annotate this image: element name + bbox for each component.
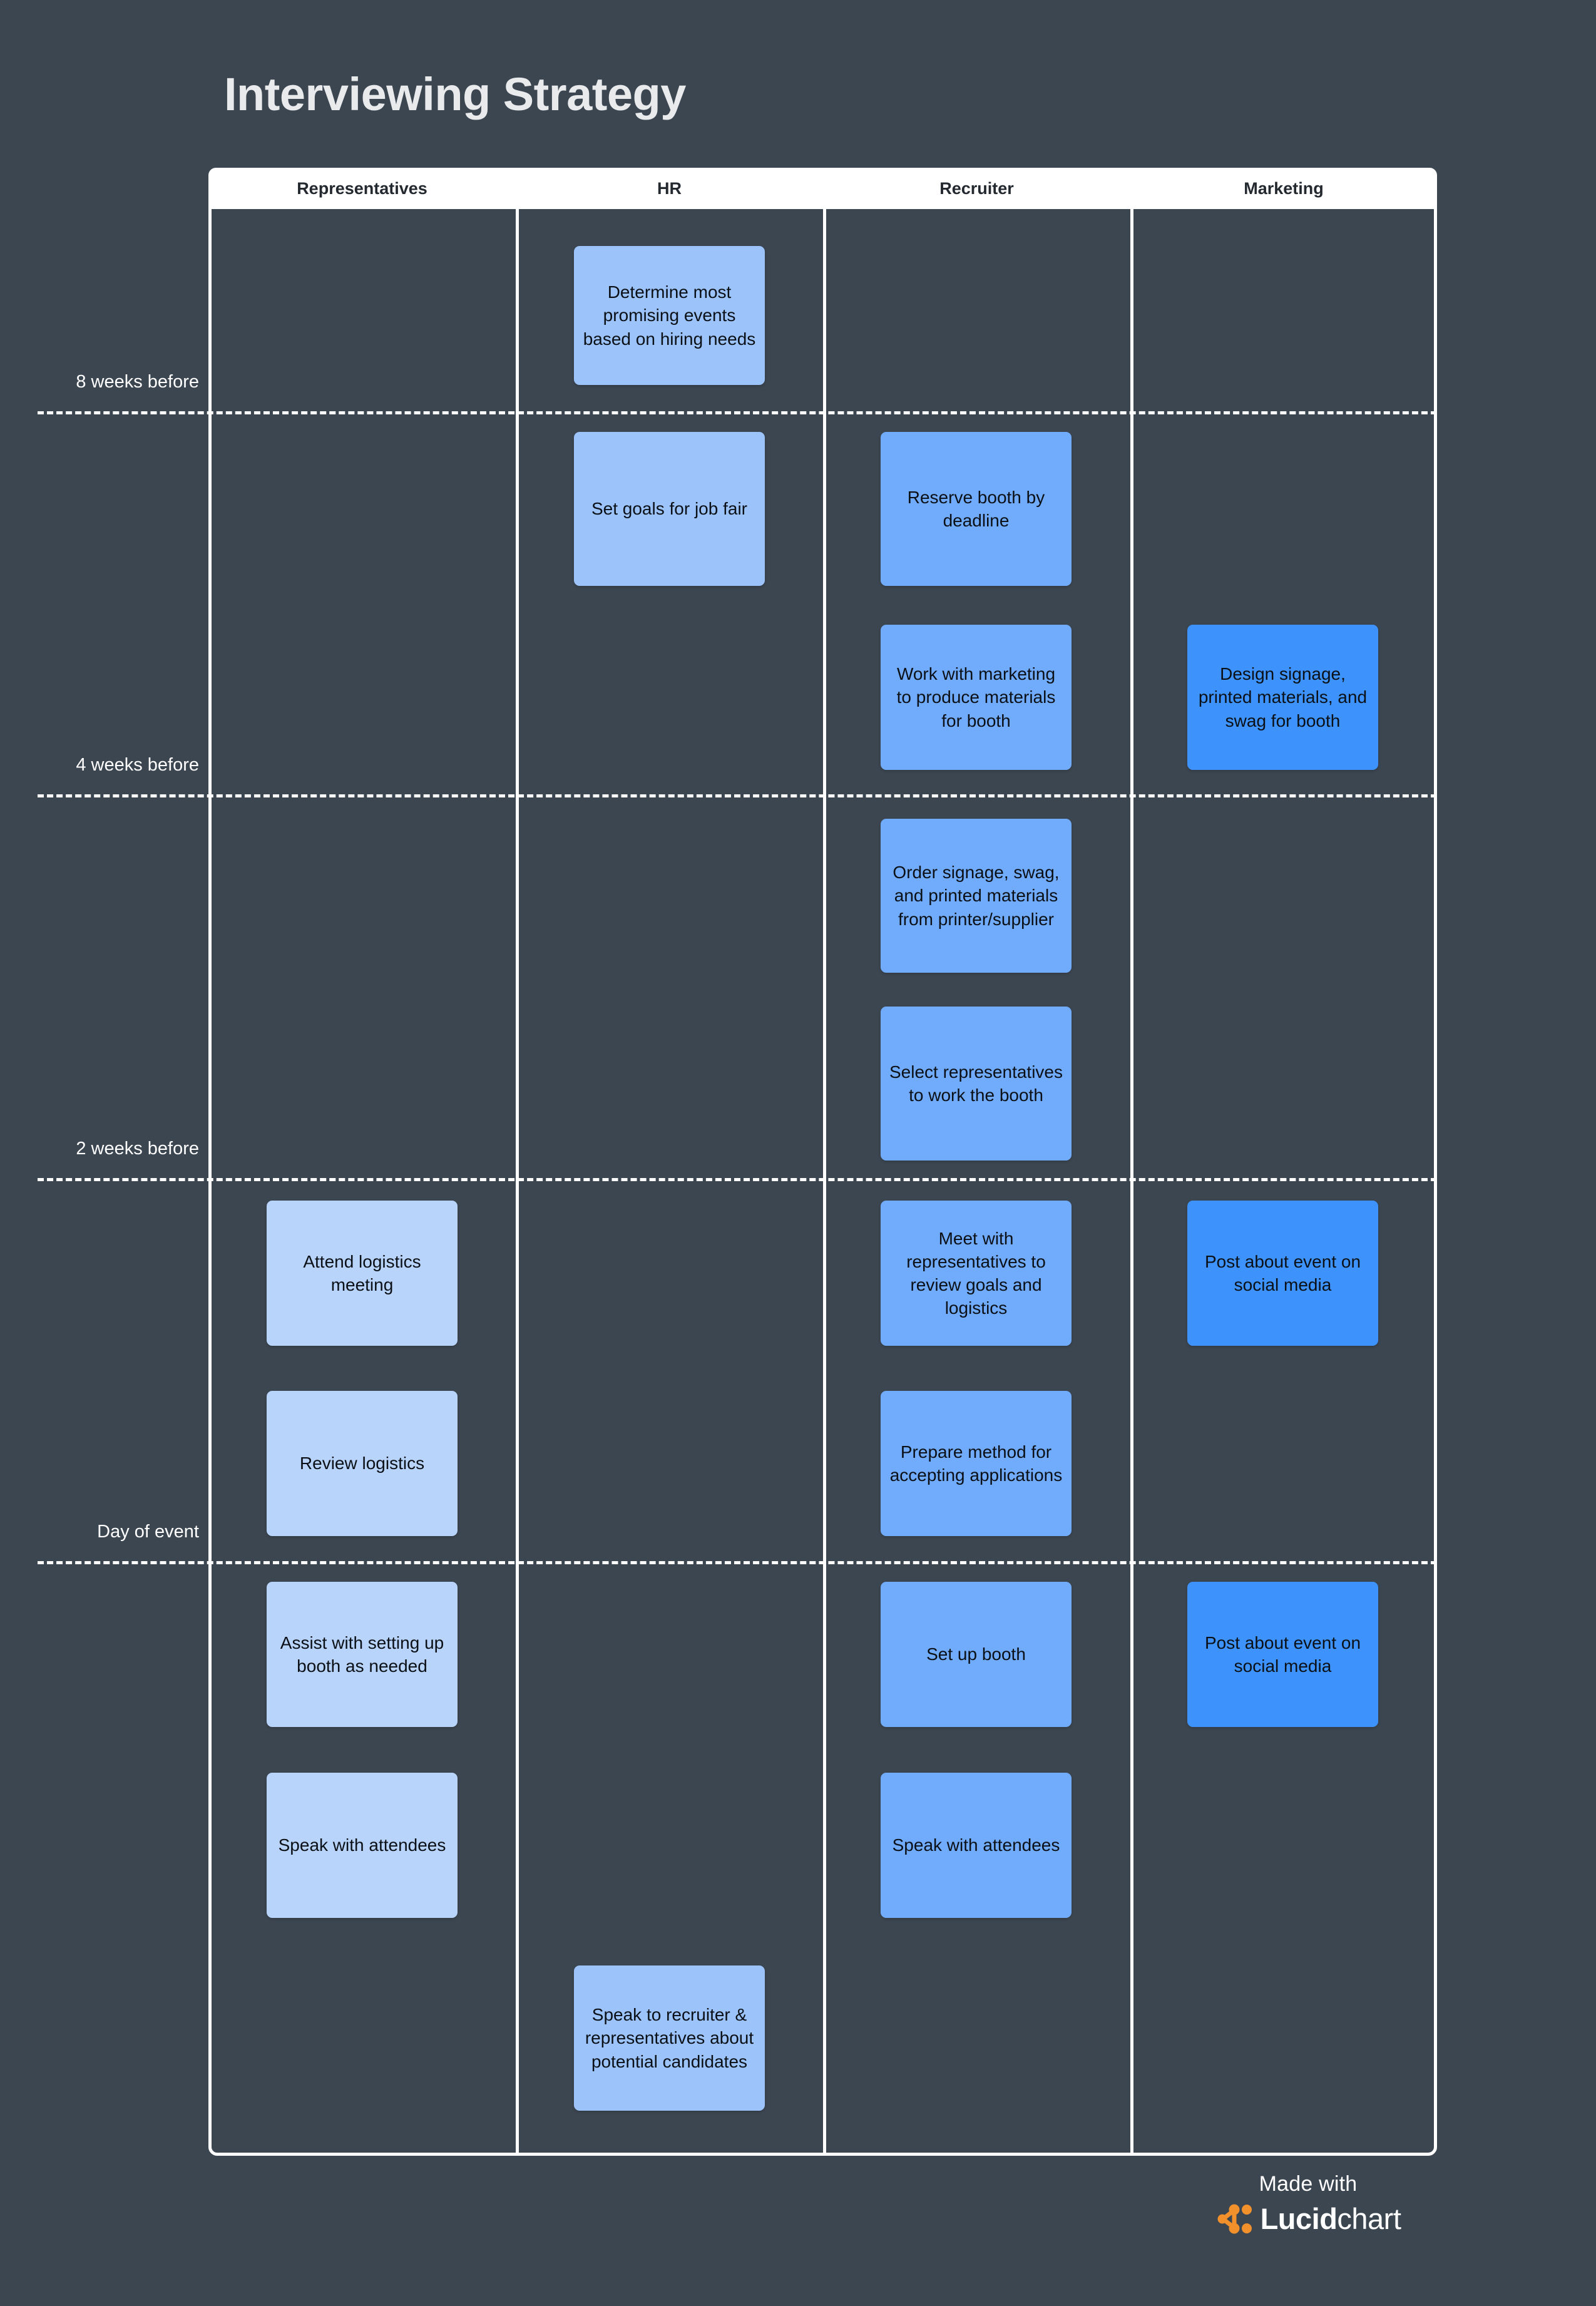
column-header-hr: HR xyxy=(657,179,682,198)
task-card[interactable]: Select representatives to work the booth xyxy=(881,1007,1072,1161)
phase-divider-4 xyxy=(38,1561,1437,1564)
column-divider-2 xyxy=(823,209,826,2156)
task-card[interactable]: Assist with setting up booth as needed xyxy=(267,1582,458,1727)
phase-label-day-of-event: Day of event xyxy=(97,1522,199,1542)
task-card[interactable]: Post about event on social media xyxy=(1187,1582,1378,1727)
swimlane-header-band xyxy=(208,168,1437,209)
wordmark-lucid: Lucid xyxy=(1260,2202,1338,2235)
task-card[interactable]: Set up booth xyxy=(881,1582,1072,1727)
phase-divider-2 xyxy=(38,794,1437,797)
phase-label-8-weeks-before: 8 weeks before xyxy=(76,372,199,392)
task-card[interactable]: Review logistics xyxy=(267,1391,458,1536)
lucid-node-graph-icon xyxy=(1215,2204,1252,2234)
task-card[interactable]: Order signage, swag, and printed materia… xyxy=(881,819,1072,973)
column-header-recruiter: Recruiter xyxy=(939,179,1014,198)
task-card[interactable]: Speak with attendees xyxy=(267,1773,458,1918)
task-card[interactable]: Design signage, printed materials, and s… xyxy=(1187,625,1378,770)
column-divider-1 xyxy=(516,209,519,2156)
page-title: Interviewing Strategy xyxy=(224,68,686,120)
lucidchart-branding: Made with Lucidchart xyxy=(1177,2172,1440,2236)
phase-label-4-weeks-before: 4 weeks before xyxy=(76,755,199,775)
task-card[interactable]: Speak with attendees xyxy=(881,1773,1072,1918)
task-card[interactable]: Prepare method for accepting application… xyxy=(881,1391,1072,1536)
lucidchart-wordmark: Lucidchart xyxy=(1261,2201,1401,2236)
column-header-marketing: Marketing xyxy=(1244,179,1324,198)
task-card[interactable]: Speak to recruiter & representatives abo… xyxy=(574,1965,765,2111)
phase-divider-3 xyxy=(38,1178,1437,1181)
task-card[interactable]: Work with marketing to produce materials… xyxy=(881,625,1072,770)
made-with-label: Made with xyxy=(1259,2172,1358,2196)
task-card[interactable]: Attend logistics meeting xyxy=(267,1201,458,1346)
task-card[interactable]: Reserve booth by deadline xyxy=(881,432,1072,586)
task-card[interactable]: Set goals for job fair xyxy=(574,432,765,586)
task-card[interactable]: Meet with representatives to review goal… xyxy=(881,1201,1072,1346)
phase-divider-1 xyxy=(38,411,1437,414)
wordmark-chart: chart xyxy=(1337,2202,1401,2235)
column-divider-3 xyxy=(1130,209,1133,2156)
phase-label-2-weeks-before: 2 weeks before xyxy=(76,1139,199,1159)
task-card[interactable]: Determine most promising events based on… xyxy=(574,246,765,385)
column-header-representatives: Representatives xyxy=(297,179,427,198)
task-card[interactable]: Post about event on social media xyxy=(1187,1201,1378,1346)
